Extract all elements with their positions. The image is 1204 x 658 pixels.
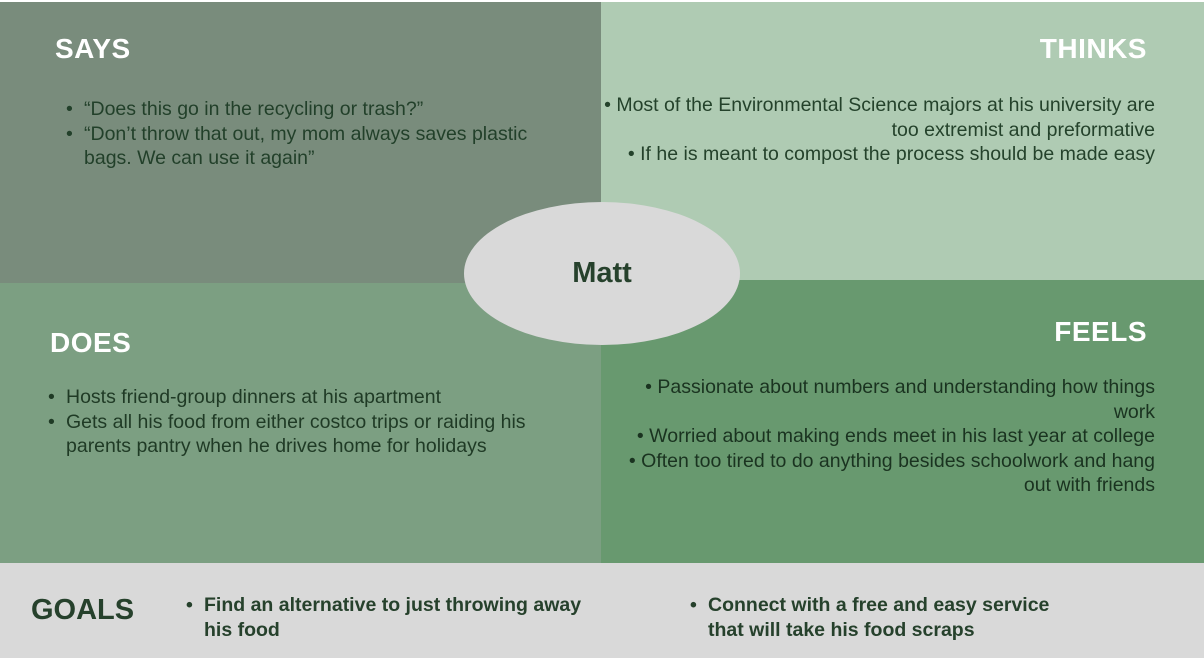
does-heading: DOES (50, 327, 132, 358)
feels-heading: FEELS (1054, 316, 1147, 347)
says-heading: SAYS (55, 33, 131, 64)
feels-item: Worried about making ends meet in his la… (625, 424, 1155, 449)
feels-quadrant: FEELS Passionate about numbers and under… (601, 280, 1204, 563)
feels-item: Passionate about numbers and understandi… (625, 375, 1155, 424)
thinks-heading: THINKS (1039, 33, 1147, 64)
persona-name: Matt (572, 257, 632, 289)
does-item: Hosts friend-group dinners at his apartm… (48, 385, 593, 410)
says-item: “Does this go in the recycling or trash?… (66, 97, 536, 122)
goals-bar: GOALS Find an alternative to just throwi… (0, 563, 1204, 658)
says-list: “Does this go in the recycling or trash?… (66, 97, 536, 171)
feels-list: Passionate about numbers and understandi… (625, 375, 1155, 498)
goal-item: Connect with a free and easy service tha… (688, 593, 1088, 642)
says-quadrant: SAYS “Does this go in the recycling or t… (0, 2, 601, 285)
does-list: Hosts friend-group dinners at his apartm… (48, 385, 593, 459)
goals-heading: GOALS (31, 594, 135, 626)
thinks-item: If he is meant to compost the process sh… (595, 142, 1155, 167)
says-item: “Don’t throw that out, my mom always sav… (66, 122, 536, 171)
does-quadrant: DOES Hosts friend-group dinners at his a… (0, 283, 601, 563)
thinks-list: Most of the Environmental Science majors… (595, 93, 1155, 167)
persona-ellipse: Matt (464, 202, 740, 345)
does-item: Gets all his food from either costco tri… (48, 410, 593, 459)
thinks-item: Most of the Environmental Science majors… (595, 93, 1155, 142)
goal-item: Find an alternative to just throwing awa… (184, 593, 614, 642)
feels-item: Often too tired to do anything besides s… (625, 449, 1155, 498)
